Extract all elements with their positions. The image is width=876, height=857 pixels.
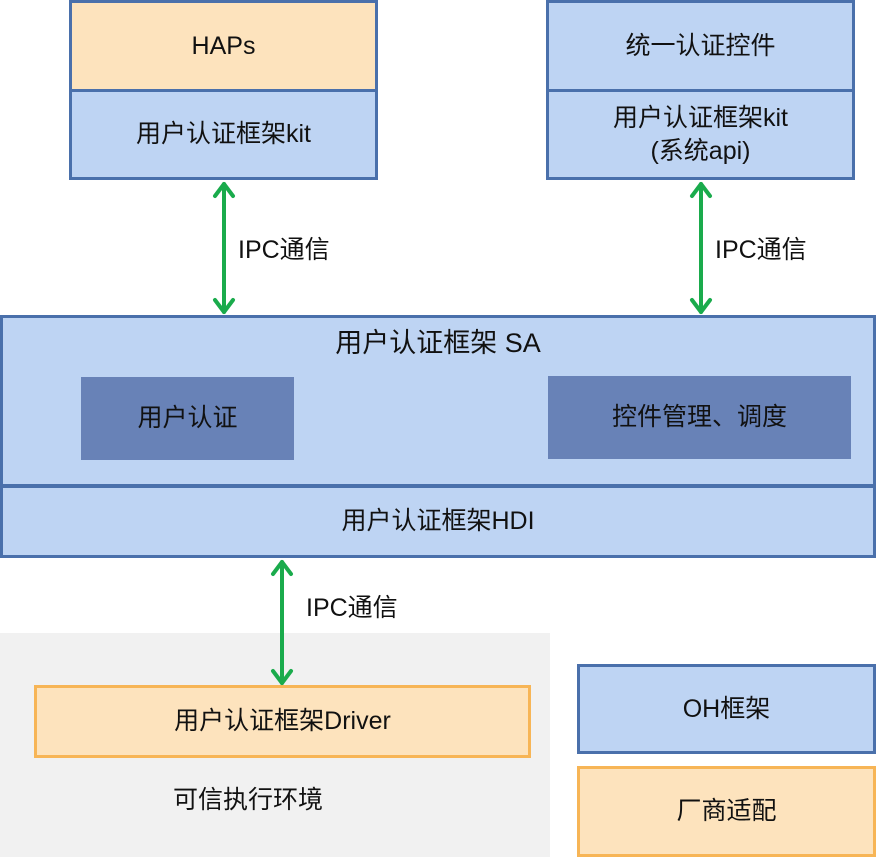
user-auth-module: 用户认证 bbox=[81, 377, 294, 460]
ipc-label-right: IPC通信 bbox=[715, 236, 807, 264]
user-auth-kit-label: 用户认证框架kit bbox=[135, 120, 311, 149]
legend-oh-framework: OH框架 bbox=[577, 664, 876, 754]
unified-auth-widget-label: 统一认证控件 bbox=[625, 31, 776, 60]
driver-label: 用户认证框架Driver bbox=[174, 707, 391, 736]
sa-title: 用户认证框架 SA bbox=[335, 328, 541, 358]
haps-box: HAPs bbox=[69, 0, 378, 92]
ipc-label-lower: IPC通信 bbox=[306, 594, 398, 622]
legend-vendor-label: 厂商适配 bbox=[676, 797, 777, 826]
legend-oh-label: OH框架 bbox=[682, 694, 771, 723]
ipc-arrow-left bbox=[213, 182, 235, 314]
unified-auth-widget-box: 统一认证控件 bbox=[546, 0, 855, 92]
legend-vendor-adaptation: 厂商适配 bbox=[577, 766, 876, 857]
haps-label: HAPs bbox=[191, 31, 256, 60]
tee-label: 可信执行环境 bbox=[173, 786, 324, 814]
user-auth-kit-system-api-box: 用户认证框架kit (系统api) bbox=[546, 89, 855, 180]
ipc-arrow-right bbox=[690, 182, 712, 314]
user-auth-kit-box: 用户认证框架kit bbox=[69, 89, 378, 180]
user-auth-hdi-box: 用户认证框架HDI bbox=[0, 485, 876, 558]
ipc-arrow-lower bbox=[271, 560, 293, 685]
widget-management-module-label: 控件管理、调度 bbox=[611, 403, 787, 432]
hdi-label: 用户认证框架HDI bbox=[341, 507, 535, 536]
ipc-label-left: IPC通信 bbox=[238, 236, 330, 264]
user-auth-kit-system-label: 用户认证框架kit bbox=[612, 104, 788, 132]
system-api-label: (系统api) bbox=[650, 136, 751, 165]
user-auth-module-label: 用户认证 bbox=[137, 404, 238, 433]
widget-management-module: 控件管理、调度 bbox=[548, 376, 851, 459]
user-auth-driver-box: 用户认证框架Driver bbox=[34, 685, 531, 758]
